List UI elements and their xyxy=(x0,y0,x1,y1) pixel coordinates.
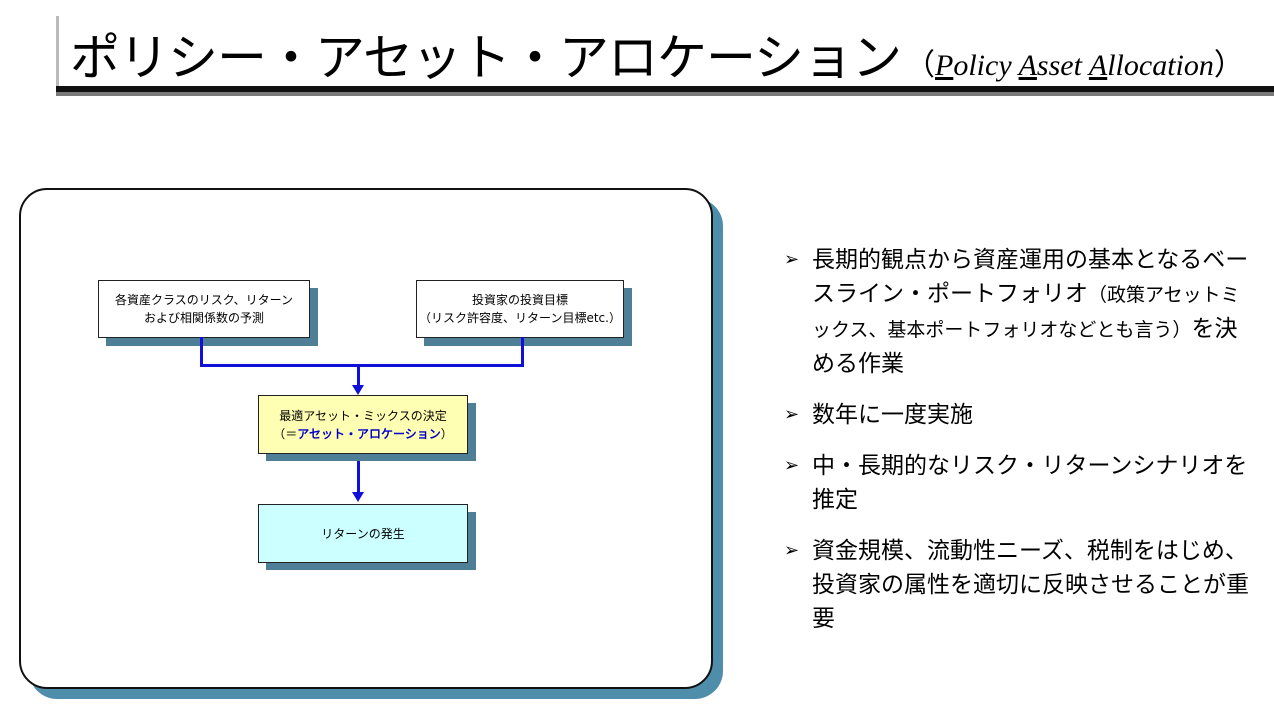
asset-class-forecast-box: 各資産クラスのリスク、リターン および相関係数の予測 xyxy=(98,280,310,338)
investor-objective-line1: 投資家の投資目標 xyxy=(471,293,568,307)
subtitle-a1: A xyxy=(1018,49,1037,82)
investor-objective-box: 投資家の投資目標 （リスク許容度、リターン目標etc.） xyxy=(416,280,624,338)
return-generation-label: リターンの発生 xyxy=(321,526,405,541)
arrowhead-to-bottom-box xyxy=(352,492,364,502)
bullet-arrow-icon: ➢ xyxy=(784,404,800,425)
optimal-asset-mix-box: 最適アセット・ミックスの決定 （＝アセット・アロケーション） xyxy=(258,395,468,454)
return-generation-box: リターンの発生 xyxy=(258,504,468,563)
page-title: ポリシー・アセット・アロケーション（Policy Asset Allocatio… xyxy=(70,18,1244,90)
connector-right-down xyxy=(521,337,524,367)
title-subtitle: （Policy Asset Allocation） xyxy=(905,49,1244,82)
connector-center-down xyxy=(357,364,360,386)
optimal-mix-emphasis: アセット・アロケーション xyxy=(297,426,441,441)
arrowhead-to-middle-box xyxy=(352,385,364,395)
asset-class-forecast-line1: 各資産クラスのリスク、リターン xyxy=(114,293,294,307)
subtitle-llocation: llocation xyxy=(1107,49,1214,82)
optimal-mix-close: ） xyxy=(440,426,453,441)
bullet-3-text: 中・長期的なリスク・リターンシナリオを推定 xyxy=(812,453,1248,513)
investor-objective-line2: （リスク許容度、リターン目標etc.） xyxy=(419,311,621,325)
bullet-arrow-icon: ➢ xyxy=(784,249,800,270)
bullet-arrow-icon: ➢ xyxy=(784,455,800,476)
title-main: ポリシー・アセット・アロケーション xyxy=(70,29,902,87)
title-left-accent xyxy=(56,16,59,92)
subtitle-olicy: olicy xyxy=(953,49,1019,82)
bullet-list: ➢ 長期的観点から資産運用の基本となるベースライン・ポートフォリオ（政策アセット… xyxy=(784,243,1254,653)
subtitle-open-paren: （ xyxy=(905,49,935,82)
title-rule xyxy=(56,86,1274,92)
bullet-item-4: ➢ 資金規模、流動性ニーズ、税制をはじめ、投資家の属性を適切に反映させることが重… xyxy=(784,534,1254,636)
title-bar: ポリシー・アセット・アロケーション（Policy Asset Allocatio… xyxy=(56,8,1274,100)
bullet-1-text-a: 長期的観点から資産運用の基本となるベースライン・ポートフォリオ xyxy=(812,247,1249,307)
optimal-asset-mix-line2: （＝アセット・アロケーション） xyxy=(273,425,453,443)
connector-middle-to-bottom xyxy=(357,453,360,493)
optimal-mix-open: （＝ xyxy=(273,426,298,441)
bullet-item-2: ➢ 数年に一度実施 xyxy=(784,398,1254,432)
connector-horizontal xyxy=(200,364,524,367)
title-rule-shadow xyxy=(56,90,1274,96)
subtitle-a2: A xyxy=(1088,49,1108,82)
bullet-1-text-c: を決める作業 xyxy=(812,316,1238,377)
bullet-item-1: ➢ 長期的観点から資産運用の基本となるベースライン・ポートフォリオ（政策アセット… xyxy=(784,243,1254,381)
bullet-4-text: 資金規模、流動性ニーズ、税制をはじめ、投資家の属性を適切に反映させることが重要 xyxy=(812,538,1249,632)
subtitle-sset: sset xyxy=(1036,49,1089,82)
subtitle-close-paren: ） xyxy=(1213,49,1244,82)
bullet-arrow-icon: ➢ xyxy=(784,540,800,561)
optimal-asset-mix-line1: 最適アセット・ミックスの決定 xyxy=(279,408,447,423)
subtitle-p: P xyxy=(935,49,954,82)
bullet-1-text-b: （政策アセットミックス、基本ポートフォリオなどとも言う） xyxy=(812,284,1240,341)
bullet-item-3: ➢ 中・長期的なリスク・リターンシナリオを推定 xyxy=(784,449,1254,517)
bullet-2-text: 数年に一度実施 xyxy=(812,402,973,428)
connector-left-down xyxy=(200,337,203,367)
asset-class-forecast-line2: および相関係数の予測 xyxy=(143,311,264,325)
